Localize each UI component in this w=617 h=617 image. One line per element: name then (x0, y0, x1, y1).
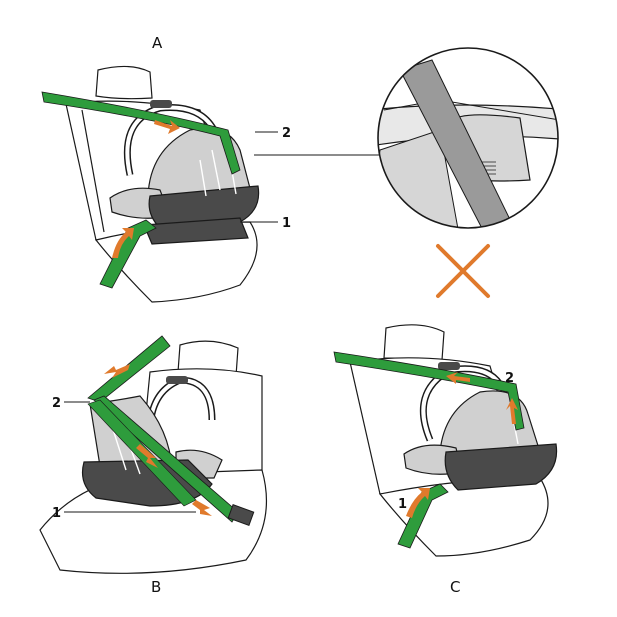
callout-1-b: 1 (52, 506, 61, 521)
panel-a: A 2 1 (42, 34, 380, 302)
panel-a-letter: A (152, 34, 163, 52)
panel-b: B 2 1 (40, 336, 266, 596)
detail-zoom (370, 40, 570, 296)
panel-b-letter: B (151, 578, 161, 596)
callout-1-a: 1 (282, 216, 291, 231)
cross-icon (438, 246, 488, 296)
callout-2-b: 2 (52, 396, 61, 411)
callout-2-c: 2 (505, 371, 514, 386)
callout-1-c: 1 (398, 497, 407, 512)
panel-c: C 2 1 (334, 325, 557, 596)
panel-c-letter: C (450, 578, 460, 596)
callout-2-a: 2 (282, 126, 291, 141)
